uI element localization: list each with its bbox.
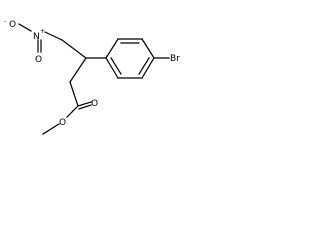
bond-ch2-ch (61, 39, 87, 59)
ring-bond-6 (105, 57, 119, 79)
ring-inner-double-2 (138, 57, 150, 75)
bond-c-o-double-2 (78, 104, 92, 110)
benzene-ring (85, 38, 170, 79)
ring-bond-4 (141, 57, 155, 79)
ring-bond-1 (105, 38, 119, 59)
structure-canvas: O - N + O Br O O (0, 0, 206, 160)
bond-ch2-carbonyl-c (69, 81, 79, 107)
bromine-label: Br (170, 54, 180, 64)
ring-inner-double-3 (110, 57, 122, 75)
nitro-nitrogen-label: N (33, 32, 40, 42)
nitro-oxygen-minus-label: O (9, 20, 16, 30)
carbonyl-oxygen-label: O (91, 99, 98, 109)
bond-n-ch2 (44, 31, 63, 41)
atom-labels: O - N + O Br O O (4, 18, 180, 128)
nitro-group (18, 23, 63, 53)
chemical-structure-diagram: O - N + O Br O O (4, 18, 180, 135)
carbon-backbone (61, 39, 87, 107)
nitro-minus-charge-label: - (4, 18, 6, 25)
bond-o-n (18, 23, 32, 32)
nitro-plus-charge-label: + (40, 28, 45, 35)
ester-oxygen-label: O (59, 118, 66, 128)
nitro-oxygen-double-label: O (35, 55, 42, 65)
ester-group (42, 101, 92, 135)
bond-c-o-double-1 (77, 101, 92, 107)
bond-o-methyl (42, 123, 60, 135)
bond-c-o-single (66, 105, 79, 118)
ring-bond-3 (141, 38, 155, 59)
bond-ch-ch2 (69, 57, 87, 83)
